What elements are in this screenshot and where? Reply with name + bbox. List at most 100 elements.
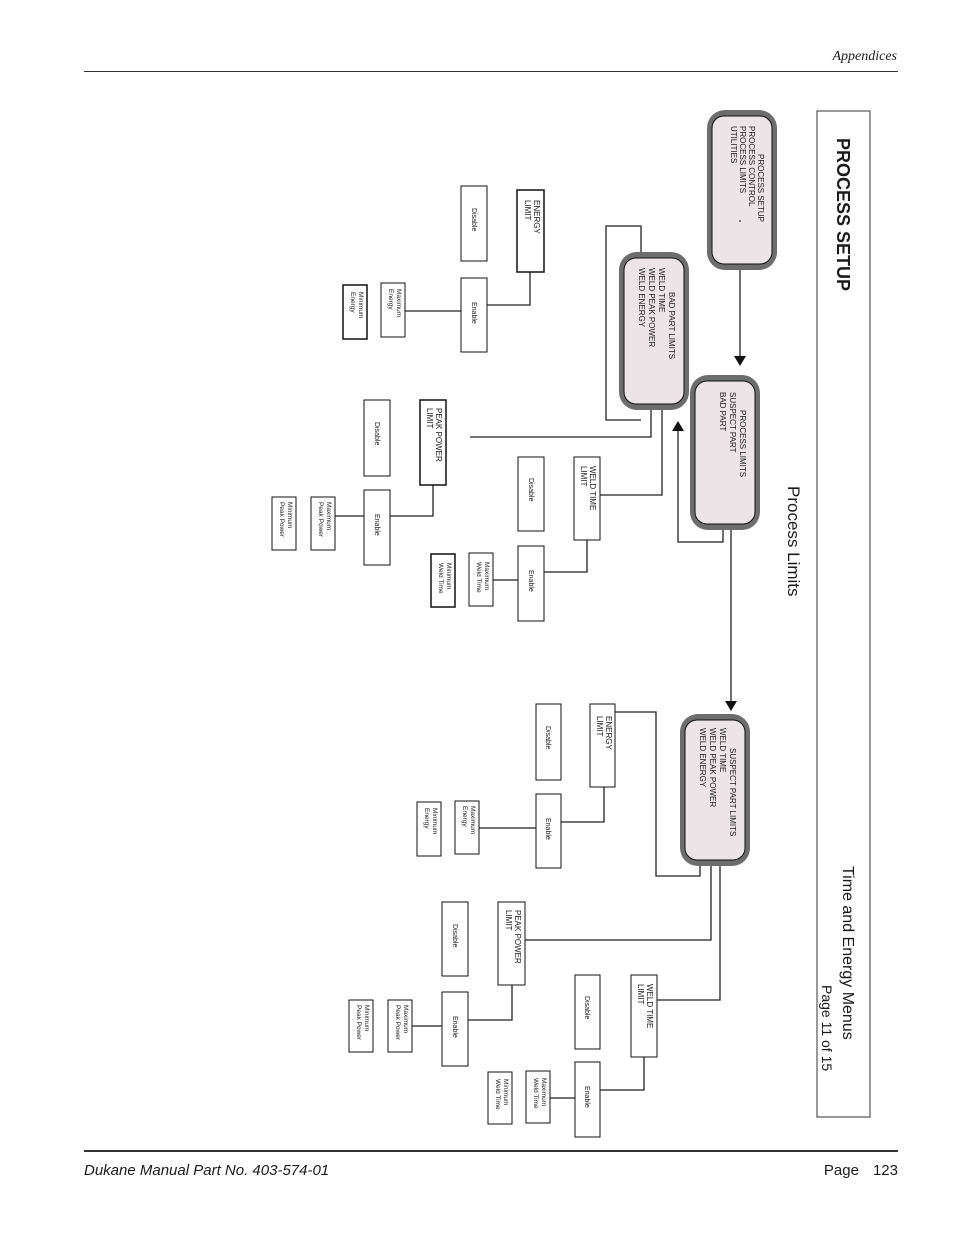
svg-text:Weld Time: Weld Time — [437, 563, 444, 594]
menu-line: WELD TIME — [657, 268, 666, 312]
suspect-energy-enable-box[interactable]: Enable — [535, 793, 562, 869]
menu-line: WELD ENERGY — [637, 268, 646, 328]
menu-bad-part-limits[interactable]: BAD PART LIMITS WELD TIME WELD PEAK POWE… — [619, 252, 689, 410]
svg-text:Peak Power: Peak Power — [394, 1005, 401, 1041]
svg-text:Minimum: Minimum — [357, 292, 364, 318]
bad-energy-disable-box[interactable]: Disable — [460, 185, 488, 262]
menu-line: PROCESS LIMITS — [738, 410, 747, 477]
svg-text:Energy: Energy — [423, 808, 430, 829]
footer-rule — [84, 1150, 898, 1152]
bad-energy-limit-box[interactable]: ENERGY LIMIT — [516, 189, 545, 273]
svg-text:Maximum: Maximum — [325, 502, 332, 530]
svg-text:Peak Power: Peak Power — [278, 502, 285, 538]
bad-minimum-energy-box[interactable]: Minimum Energy — [342, 284, 368, 340]
svg-text:Maximum: Maximum — [483, 562, 490, 590]
svg-text:Maximum: Maximum — [469, 806, 476, 834]
suspect-peak-power-disable-box[interactable]: Disable — [441, 901, 469, 977]
bad-energy-enable-box[interactable]: Enable — [460, 277, 488, 353]
menu-process-limits[interactable]: PROCESS LIMITS SUSPECT PART BAD PART — [690, 375, 760, 530]
suspect-weld-time-limit-box[interactable]: WELD TIME LIMIT — [630, 974, 658, 1058]
title-block: PROCESS SETUP Process Limits Time and En… — [784, 110, 871, 1118]
svg-text:Disable: Disable — [527, 478, 534, 501]
menu-name: Time and Energy Menus — [839, 866, 856, 1040]
svg-text:Enable: Enable — [544, 818, 551, 840]
suspect-maximum-weld-time-box[interactable]: Maximum Weld Time — [525, 1070, 551, 1124]
svg-text:PEAK POWER: PEAK POWER — [513, 910, 522, 964]
svg-text:ENERGY: ENERGY — [532, 200, 541, 234]
bad-minimum-peak-power-box[interactable]: Minimum Peak Power — [271, 496, 297, 551]
svg-text:WELD TIME: WELD TIME — [588, 466, 597, 510]
svg-text:Minimum: Minimum — [445, 563, 452, 589]
menu-suspect-part-limits[interactable]: SUSPECT PART LIMITS WELD TIME WELD PEAK … — [680, 714, 750, 866]
svg-text:Enable: Enable — [583, 1086, 590, 1108]
svg-text:Disable: Disable — [583, 996, 590, 1019]
page-number: 123 — [872, 1162, 898, 1179]
svg-text:Minimum: Minimum — [431, 808, 438, 834]
bad-weld-time-enable-box[interactable]: Enable — [517, 545, 545, 622]
svg-text:LIMIT: LIMIT — [595, 716, 604, 737]
menu-process-setup[interactable]: PROCESS SETUP PROCESS CONTROL PROCESS LI… — [707, 110, 777, 270]
suspect-energy-limit-box[interactable]: ENERGY LIMIT — [589, 703, 616, 788]
header-rule — [84, 71, 898, 72]
svg-text:Disable: Disable — [373, 422, 380, 445]
suspect-energy-disable-box[interactable]: Disable — [535, 703, 562, 781]
suspect-peak-power-enable-box[interactable]: Enable — [441, 991, 469, 1067]
svg-text:Peak Power: Peak Power — [317, 502, 324, 538]
menu-line: SUSPECT PART LIMITS — [728, 748, 737, 836]
svg-text:Minimum: Minimum — [363, 1005, 370, 1031]
svg-text:Minimum: Minimum — [286, 502, 293, 528]
menu-line: WELD PEAK POWER — [708, 728, 717, 807]
svg-text:Maximum: Maximum — [402, 1005, 409, 1033]
svg-text:PEAK POWER: PEAK POWER — [434, 408, 443, 462]
svg-text:LIMIT: LIMIT — [579, 466, 588, 487]
section-label: Appendices — [832, 49, 897, 64]
svg-text:Disable: Disable — [470, 208, 477, 231]
bad-weld-time-disable-box[interactable]: Disable — [517, 456, 545, 532]
bad-weld-time-limit-box[interactable]: WELD TIME LIMIT — [573, 456, 601, 541]
suspect-weld-time-disable-box[interactable]: Disable — [574, 974, 601, 1050]
suspect-weld-time-enable-box[interactable]: Enable — [574, 1061, 601, 1138]
bad-maximum-energy-box[interactable]: Maximum Energy — [380, 282, 406, 338]
bad-peak-power-limit-box[interactable]: PEAK POWER LIMIT — [419, 399, 447, 486]
menu-line: UTILITIES — [729, 126, 738, 163]
menu-line: BAD PART — [718, 392, 727, 431]
menu-line: PROCESS LIMITS — [738, 126, 747, 193]
svg-text:Weld Time: Weld Time — [494, 1079, 501, 1110]
menu-line: PROCESS CONTROL — [747, 126, 756, 207]
svg-text:Enable: Enable — [451, 1016, 458, 1038]
bad-maximum-weld-time-box[interactable]: Maximum Weld Time — [468, 552, 494, 607]
footer-page: Page 123 — [810, 1162, 898, 1179]
title-process-setup: PROCESS SETUP — [833, 138, 853, 291]
menu-line: SUSPECT PART — [728, 392, 737, 453]
bad-maximum-peak-power-box[interactable]: Maximum Peak Power — [310, 496, 336, 551]
suspect-minimum-energy-box[interactable]: Minimum Energy — [416, 801, 442, 857]
svg-text:Disable: Disable — [451, 924, 458, 947]
svg-text:Weld Time: Weld Time — [532, 1078, 539, 1109]
suspect-maximum-peak-power-box[interactable]: Maximum Peak Power — [387, 999, 413, 1053]
svg-text:Energy: Energy — [349, 292, 356, 313]
subtitle-process-limits: Process Limits — [784, 486, 803, 597]
menu-line: WELD TIME — [718, 728, 727, 772]
svg-text:Peak Power: Peak Power — [355, 1005, 362, 1041]
bad-minimum-weld-time-box[interactable]: Minimum Weld Time — [430, 553, 456, 608]
svg-text:Energy: Energy — [461, 806, 468, 827]
menu-line: PROCESS SETUP — [756, 154, 765, 222]
svg-text:LIMIT: LIMIT — [636, 984, 645, 1005]
svg-text:Disable: Disable — [544, 726, 551, 749]
svg-text:LIMIT: LIMIT — [425, 408, 434, 429]
footer-manual-part: Dukane Manual Part No. 403-574-01 — [84, 1162, 330, 1179]
svg-text:ENERGY: ENERGY — [604, 716, 613, 750]
suspect-peak-power-limit-box[interactable]: PEAK POWER LIMIT — [497, 901, 526, 986]
bad-peak-power-disable-box[interactable]: Disable — [363, 399, 391, 477]
bad-peak-power-enable-box[interactable]: Enable — [363, 489, 391, 566]
suspect-maximum-energy-box[interactable]: Maximum Energy — [454, 800, 480, 855]
page-label: Page — [823, 1162, 859, 1179]
menu-line: WELD ENERGY — [698, 728, 707, 788]
svg-text:Energy: Energy — [387, 289, 394, 310]
suspect-minimum-weld-time-box[interactable]: Minimum Weld Time — [487, 1071, 513, 1125]
svg-text:Weld Time: Weld Time — [475, 562, 482, 593]
suspect-minimum-peak-power-box[interactable]: Minimum Peak Power — [348, 999, 374, 1053]
svg-text:Minimum: Minimum — [502, 1079, 509, 1105]
menu-line: WELD PEAK POWER — [647, 268, 656, 347]
